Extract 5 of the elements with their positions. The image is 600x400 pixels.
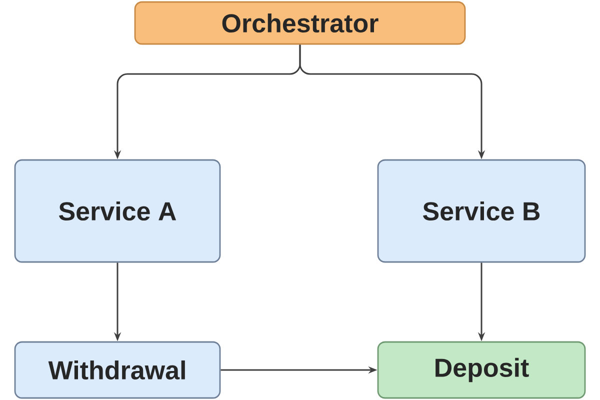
- process-box: Deposit: [377, 341, 586, 399]
- process-box: Service B: [377, 159, 586, 263]
- process-box: Orchestrator: [134, 1, 466, 45]
- process-box: Service A: [14, 159, 221, 263]
- process-box: Withdrawal: [14, 341, 221, 399]
